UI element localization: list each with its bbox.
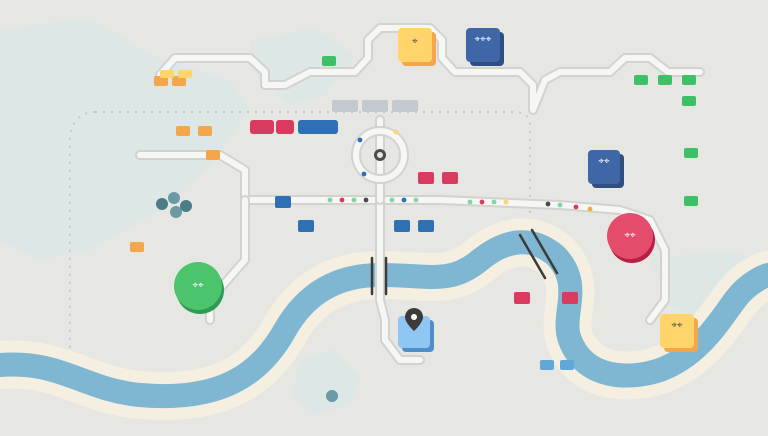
river [0,218,768,420]
grass-area-left [0,18,250,260]
station-yellow-right[interactable]: ⌖⌖ [660,314,698,352]
station-green-left[interactable]: ⌖⌖ [174,262,224,314]
river-water [0,230,768,408]
pin-icon: ⌖⌖ [598,156,610,167]
station-pink-right[interactable]: ⌖⌖ [607,213,655,263]
bridges [370,228,559,296]
pin-icon: ⌖⌖⌖ [475,34,492,45]
station-blue-top[interactable]: ⌖⌖⌖ [466,28,504,66]
station-blue-right[interactable]: ⌖⌖ [588,150,624,188]
pin-icon: ⌖⌖ [624,230,636,241]
roads [135,23,705,365]
road-upper [157,25,703,113]
trees [156,192,338,402]
grass-area-bottom [292,350,360,415]
pin-icon: ⌖⌖ [671,320,683,331]
pin-icon: ⌖ [412,36,418,47]
roundabout-ring-inner [353,128,407,182]
stations[interactable]: ⌖ ⌖⌖⌖ ⌖⌖ ⌖⌖ ⌖⌖ [174,28,698,352]
pin-icon: ⌖⌖ [192,280,204,291]
station-yellow-top[interactable]: ⌖ [398,28,436,66]
road-south [377,197,423,363]
road-middle [137,152,668,323]
traffic [327,129,593,212]
station-light-blue-bottom[interactable] [398,308,434,352]
roundabout [351,126,409,184]
small-houses [130,56,698,370]
